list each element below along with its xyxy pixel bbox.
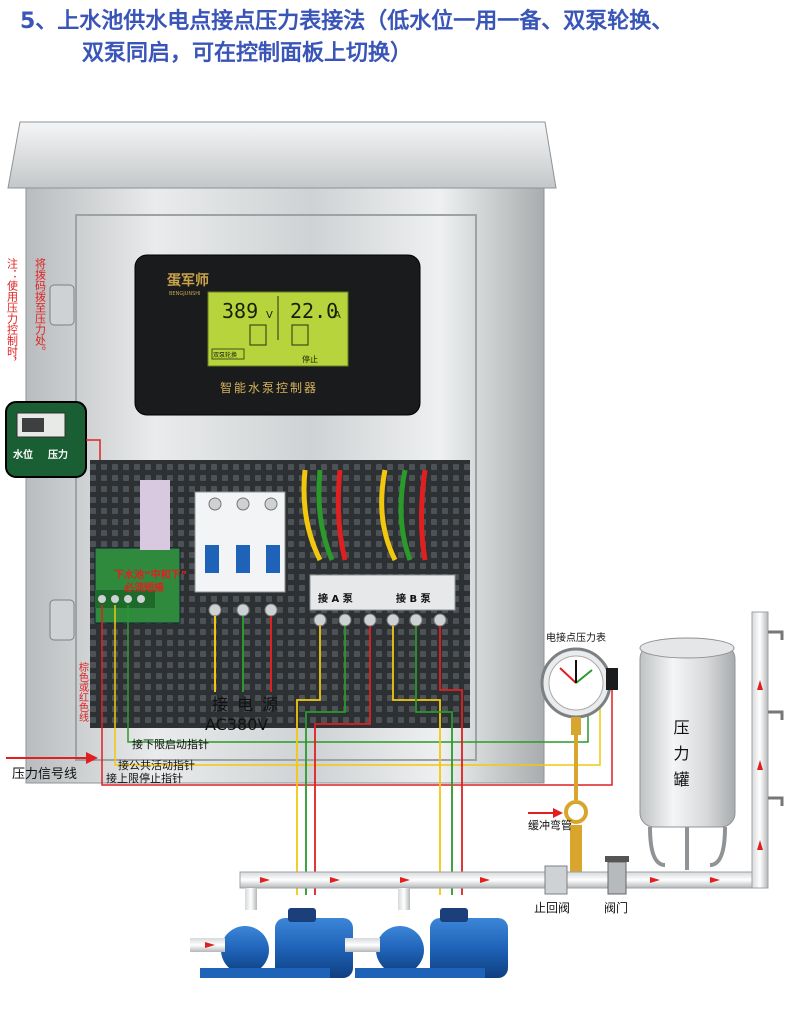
gauge-label: 电接点压力表 <box>546 631 606 644</box>
hinge-lower <box>49 599 75 641</box>
lower-limit-label: 接下限启动指针 <box>132 737 209 751</box>
enclosure-roof <box>7 121 557 189</box>
short-connect-label-1: 下水池“中和下” <box>114 568 187 581</box>
lcd-mode: 双泵轮换 <box>213 351 237 359</box>
short-connect-label-2: 必须短接 <box>123 581 164 594</box>
pressure-signal-label: 压力信号线 <box>12 767 77 782</box>
hinge-upper <box>49 284 75 326</box>
power-label: 接 电 源 <box>212 695 280 714</box>
gate-valve <box>607 861 627 895</box>
pump-a-motor <box>275 918 353 978</box>
upper-limit-label: 接上限停止指针 <box>106 771 183 785</box>
pump-a-label: 接 A 泵 <box>318 592 354 605</box>
power-voltage-label: AC380V <box>205 715 268 734</box>
valve-label: 阀门 <box>604 900 628 915</box>
note-line-1: 注：使用压力控制时， <box>6 257 19 368</box>
wire-color-note: 棕色或红色线 <box>77 661 89 722</box>
switch-label-water: 水位 <box>12 448 33 461</box>
common-label: 接公共活动指针 <box>118 758 195 772</box>
buffer-label: 缓冲弯管 <box>528 818 572 832</box>
pump-b-label: 接 B 泵 <box>396 592 432 605</box>
pump-b-motor <box>430 918 508 978</box>
buffer-coil <box>564 800 588 824</box>
brand-logo: 蛋军师 <box>167 272 209 289</box>
tank-label: 压力罐 <box>671 719 690 797</box>
title-line-2: 双泵同启，可在控制面板上切换） <box>82 41 413 66</box>
brand-sub: BENGJUNSHI <box>169 291 201 297</box>
dip-switch-knob <box>22 418 44 432</box>
lcd-pump-icon-1 <box>249 324 267 346</box>
note-line-2: 将拨码拨至压力处。 <box>34 258 47 357</box>
lcd-status: 停止 <box>302 354 318 364</box>
terminal-strip <box>309 574 456 611</box>
gauge-junction-box <box>606 668 618 690</box>
controller-name: 智能水泵控制器 <box>220 380 318 395</box>
page-title: 5、上水池供水电点接点压力表接法（低水位一用一备、双泵轮换、 双泵同启，可在控制… <box>20 6 780 70</box>
riser-pipe <box>751 611 769 889</box>
lcd-voltage: 389 <box>222 299 258 323</box>
pump-a-volute <box>221 926 269 974</box>
lcd-current-unit: A <box>334 310 341 321</box>
title-line-1: 5、上水池供水电点接点压力表接法（低水位一用一备、双泵轮换、 <box>20 9 674 34</box>
switch-label-pressure: 压力 <box>48 448 68 461</box>
pump-b-volute <box>376 926 424 974</box>
main-pipe <box>239 871 761 889</box>
lcd-current: 22.0 <box>290 299 338 323</box>
check-valve-label: 止回阀 <box>534 901 570 915</box>
control-board <box>94 547 181 624</box>
check-valve <box>544 865 568 895</box>
lcd-voltage-unit: V <box>266 310 273 321</box>
ribbon-cable <box>140 480 170 550</box>
enclosure-door <box>75 214 477 761</box>
lcd-pump-icon-2 <box>291 324 309 346</box>
